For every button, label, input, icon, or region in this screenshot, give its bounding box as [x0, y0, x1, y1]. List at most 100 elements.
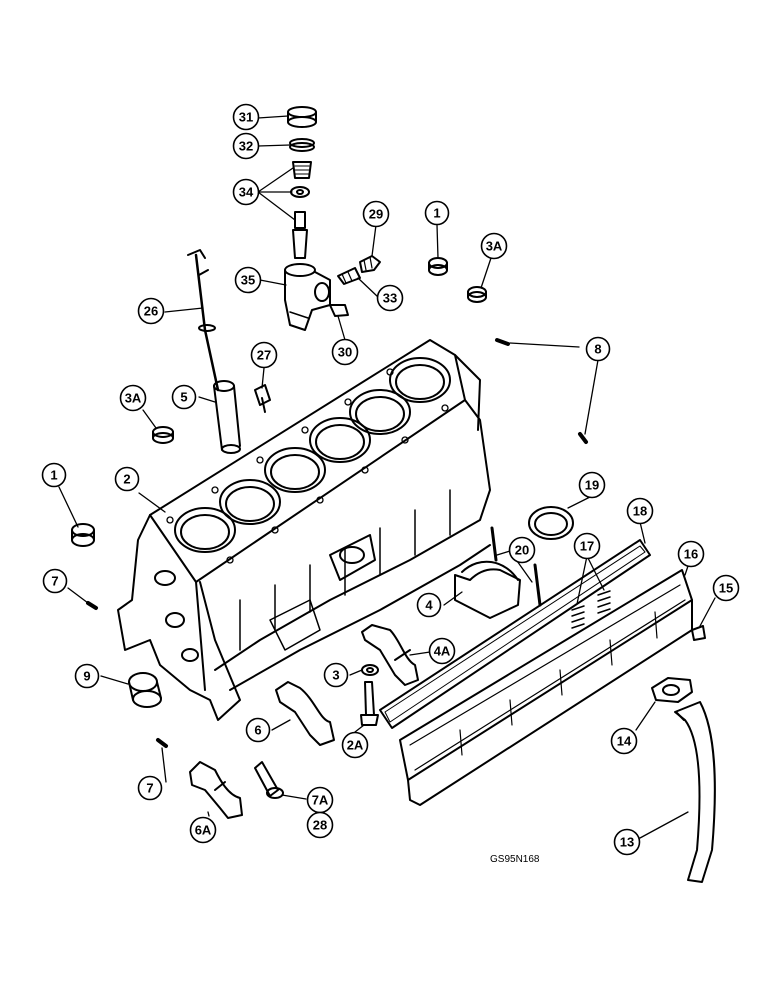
callout-label-c3a1: 3A [486, 239, 503, 254]
callout-circle-c9 [74, 663, 100, 689]
callout-label-c8: 8 [594, 342, 601, 357]
leader-lines [58, 115, 716, 839]
drawing-code: GS95N168 [490, 854, 540, 865]
sensor-29 [359, 255, 381, 273]
callout-label-c1b: 1 [50, 468, 57, 483]
dowel-7-top [86, 601, 98, 610]
callout-circle-c6a [189, 816, 217, 844]
callout-label-c2: 2 [123, 472, 130, 487]
plug-15 [691, 625, 706, 641]
callout-circle-c17 [573, 532, 601, 560]
tube-5 [213, 380, 241, 454]
callout-circle-c33 [376, 284, 404, 312]
callout-circle-c3a1 [480, 232, 508, 260]
bearing-cap-4a [361, 624, 419, 686]
callout-circle-c1a [424, 200, 450, 226]
plug-7a [254, 761, 284, 799]
bearing-cap-6 [275, 681, 335, 746]
seal-32 [289, 138, 315, 152]
callout-label-c32: 32 [239, 139, 253, 154]
dowel-8-b [578, 432, 588, 444]
callout-label-c4a: 4A [434, 644, 451, 659]
fitting-33 [337, 267, 361, 285]
parts-34 [290, 161, 312, 259]
callout-label-c7a: 7 [51, 574, 58, 589]
callout-circle-c27 [250, 341, 278, 369]
callout-circle-c19 [578, 471, 606, 499]
callout-label-c29: 29 [369, 207, 383, 222]
breather-tube-13 [674, 701, 716, 883]
engine-block [117, 339, 491, 721]
callout-circle-c5 [171, 384, 197, 410]
callout-circle-c3a2 [119, 384, 147, 412]
callout-circle-c4 [416, 592, 442, 618]
callout-label-c14: 14 [617, 734, 632, 749]
elbow-30 [329, 304, 349, 317]
callout-label-c17: 17 [580, 539, 594, 554]
callout-circle-c8 [585, 336, 611, 362]
washer-3 [361, 664, 379, 676]
callout-circle-c7b [137, 775, 163, 801]
callout-label-c30: 30 [338, 345, 352, 360]
callout-circle-c32 [232, 132, 260, 160]
flange-gasket-14 [651, 677, 693, 703]
seal-19 [528, 506, 574, 540]
callout-label-c2a: 2A [347, 738, 364, 753]
callout-label-c13: 13 [620, 835, 634, 850]
callout-label-c19: 19 [585, 478, 599, 493]
callout-circle-c35 [234, 266, 262, 294]
callout-label-c5: 5 [180, 390, 187, 405]
bolts-20 [490, 526, 542, 607]
callout-label-c20: 20 [515, 543, 529, 558]
bolt-2a [360, 681, 379, 726]
bearing-cap-6a [189, 761, 243, 819]
callout-label-c7A: 7A [312, 793, 329, 808]
callout-circle-c2 [114, 466, 140, 492]
plug-3a-left [152, 426, 174, 444]
bearing-cap-4 [454, 560, 521, 619]
callout-label-c7b: 7 [146, 781, 153, 796]
dowel-7-bottom [156, 738, 168, 748]
callout-label-c33: 33 [383, 291, 397, 306]
callout-circle-c18 [626, 497, 654, 525]
callout-circle-c26 [137, 297, 165, 325]
callout-label-c6: 6 [254, 723, 261, 738]
callout-label-c3: 3 [332, 668, 339, 683]
dipstick-26 [187, 249, 220, 392]
plug-1-left [71, 523, 95, 547]
side-cover-16 [399, 569, 693, 806]
callout-circle-c4a [428, 637, 456, 665]
callout-circle-c31 [232, 103, 260, 131]
plug-1-top [428, 257, 448, 276]
callout-circle-c34 [232, 178, 260, 206]
plug-3a-top [467, 286, 487, 303]
callout-label-c31: 31 [239, 110, 253, 125]
callout-label-c35: 35 [241, 273, 255, 288]
cap-31 [287, 106, 317, 128]
callout-circle-c6 [245, 717, 271, 743]
gasket-18 [379, 539, 651, 729]
callout-label-c28: 28 [313, 818, 327, 833]
callout-label-c3a2: 3A [125, 391, 142, 406]
callout-label-c26: 26 [144, 304, 158, 319]
water-outlet-35 [284, 263, 331, 331]
callout-label-c1a: 1 [433, 206, 440, 221]
callout-circle-c15 [712, 574, 740, 602]
callout-label-c34: 34 [239, 185, 254, 200]
callout-circle-c13 [613, 828, 641, 856]
callout-circle-c14 [610, 727, 638, 755]
callout-circle-c28 [306, 811, 334, 839]
callout-circle-c2a [341, 731, 369, 759]
callout-label-c18: 18 [633, 504, 647, 519]
callout-circle-c29 [362, 200, 390, 228]
springs-17 [571, 590, 611, 629]
callout-circle-c16 [677, 540, 705, 568]
callout-circle-c7a [42, 568, 68, 594]
callout-label-c15: 15 [719, 581, 733, 596]
dowel-8-a [495, 338, 510, 346]
callout-label-c16: 16 [684, 547, 698, 562]
callout-circle-c20 [508, 536, 536, 564]
fitting-27 [254, 384, 271, 413]
